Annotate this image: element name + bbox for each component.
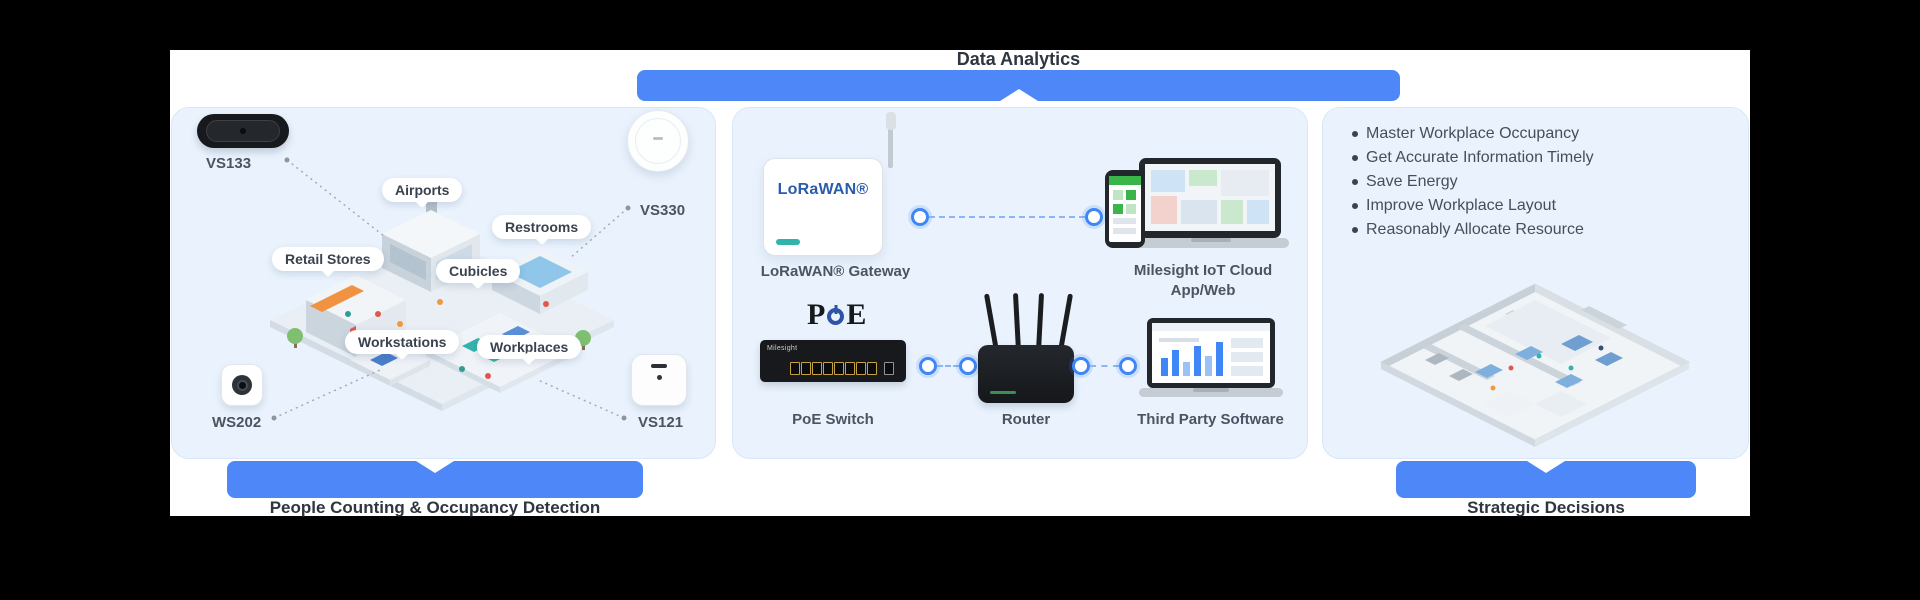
benefit-text: Get Accurate Information Timely: [1366, 149, 1594, 166]
switch-brand-label: Milesight: [767, 345, 798, 352]
cloud-label-line1: Milesight IoT Cloud: [1133, 262, 1273, 279]
strategic-decisions-ribbon: [1396, 461, 1696, 498]
vs121-sensor-device: [631, 354, 687, 406]
location-tag-airports: Airports: [382, 178, 463, 202]
benefit-text: Master Workplace Occupancy: [1366, 125, 1580, 142]
people-counting-label: People Counting & Occupancy Detection: [269, 498, 601, 517]
benefits-list: Master Workplace Occupancy Get Accurate …: [1349, 122, 1594, 242]
data-analytics-label: Data Analytics: [956, 49, 1081, 69]
benefit-item: Improve Workplace Layout: [1349, 194, 1594, 218]
vs330-label: VS330: [640, 202, 686, 219]
office-floorplan-illustration: [1379, 283, 1691, 447]
poe-switch-device: Milesight: [760, 340, 906, 382]
location-tag-cubicles: Cubicles: [436, 259, 521, 283]
ws202-label: WS202: [212, 414, 262, 431]
people-counting-ribbon: [227, 461, 643, 498]
ethernet-ports: [790, 362, 894, 375]
router-antenna: [983, 293, 999, 352]
location-tag-workstations: Workstations: [345, 330, 460, 354]
dashed-link: [937, 365, 959, 367]
connection-node: [911, 208, 929, 226]
router-body: [978, 345, 1074, 403]
benefit-item: Master Workplace Occupancy: [1349, 122, 1594, 146]
poe-logo: P E: [807, 300, 866, 330]
lorawan-gateway-device: LoRaWAN®: [763, 112, 923, 264]
benefit-text: Improve Workplace Layout: [1366, 197, 1557, 214]
milesight-logo-mark: [776, 239, 800, 245]
cloud-label-line2: App/Web: [1170, 282, 1236, 299]
benefit-text: Reasonably Allocate Resource: [1366, 221, 1584, 238]
benefit-item: Reasonably Allocate Resource: [1349, 218, 1594, 242]
router-antenna: [1058, 293, 1074, 352]
router-device: [978, 292, 1074, 405]
vs121-label: VS121: [638, 414, 684, 431]
gateway-body: LoRaWAN®: [763, 158, 883, 256]
vs330-sensor-device: [627, 110, 689, 172]
benefit-item: Get Accurate Information Timely: [1349, 146, 1594, 170]
dashed-link: [929, 216, 1085, 218]
location-tag-retail-stores: Retail Stores: [272, 247, 384, 271]
connection-node: [919, 357, 937, 375]
benefit-item: Save Energy: [1349, 170, 1594, 194]
panel-strategic-decisions: Master Workplace Occupancy Get Accurate …: [1322, 107, 1749, 459]
connection-node: [1119, 357, 1137, 375]
poe-logo-e: E: [846, 298, 867, 331]
connection-node: [1072, 357, 1090, 375]
router-antenna: [1012, 292, 1021, 352]
panel-network-architecture: LoRaWAN® LoRaWAN® Gateway: [732, 107, 1308, 459]
location-tag-workplaces: Workplaces: [477, 335, 582, 359]
third-party-software-illustration: [1139, 318, 1283, 397]
location-tag-restrooms: Restrooms: [492, 215, 592, 239]
benefit-text: Save Energy: [1366, 173, 1458, 190]
lorawan-logo: LoRaWAN®: [777, 181, 869, 198]
vs133-label: VS133: [206, 155, 252, 172]
poe-logo-p: P: [807, 298, 826, 331]
vs133-sensor-device: [197, 114, 289, 148]
dashed-link: [1090, 365, 1119, 367]
strategic-decisions-label: Strategic Decisions: [1467, 498, 1625, 517]
ws202-sensor-device: [221, 364, 263, 406]
router-label: Router: [1001, 411, 1051, 428]
connection-node: [959, 357, 977, 375]
cloud-app-illustration: [1105, 158, 1289, 248]
software-label: Third Party Software: [1137, 411, 1284, 428]
power-icon: [827, 308, 845, 325]
connection-node: [1085, 208, 1103, 226]
switch-label: PoE Switch: [792, 411, 874, 428]
data-analytics-ribbon: [637, 70, 1400, 101]
gateway-label: LoRaWAN® Gateway: [760, 263, 911, 280]
gateway-antenna: [885, 112, 896, 168]
router-antenna: [1036, 292, 1045, 352]
panel-people-counting: VS133 VS330 WS202 VS121 Airports Restroo…: [171, 107, 716, 459]
